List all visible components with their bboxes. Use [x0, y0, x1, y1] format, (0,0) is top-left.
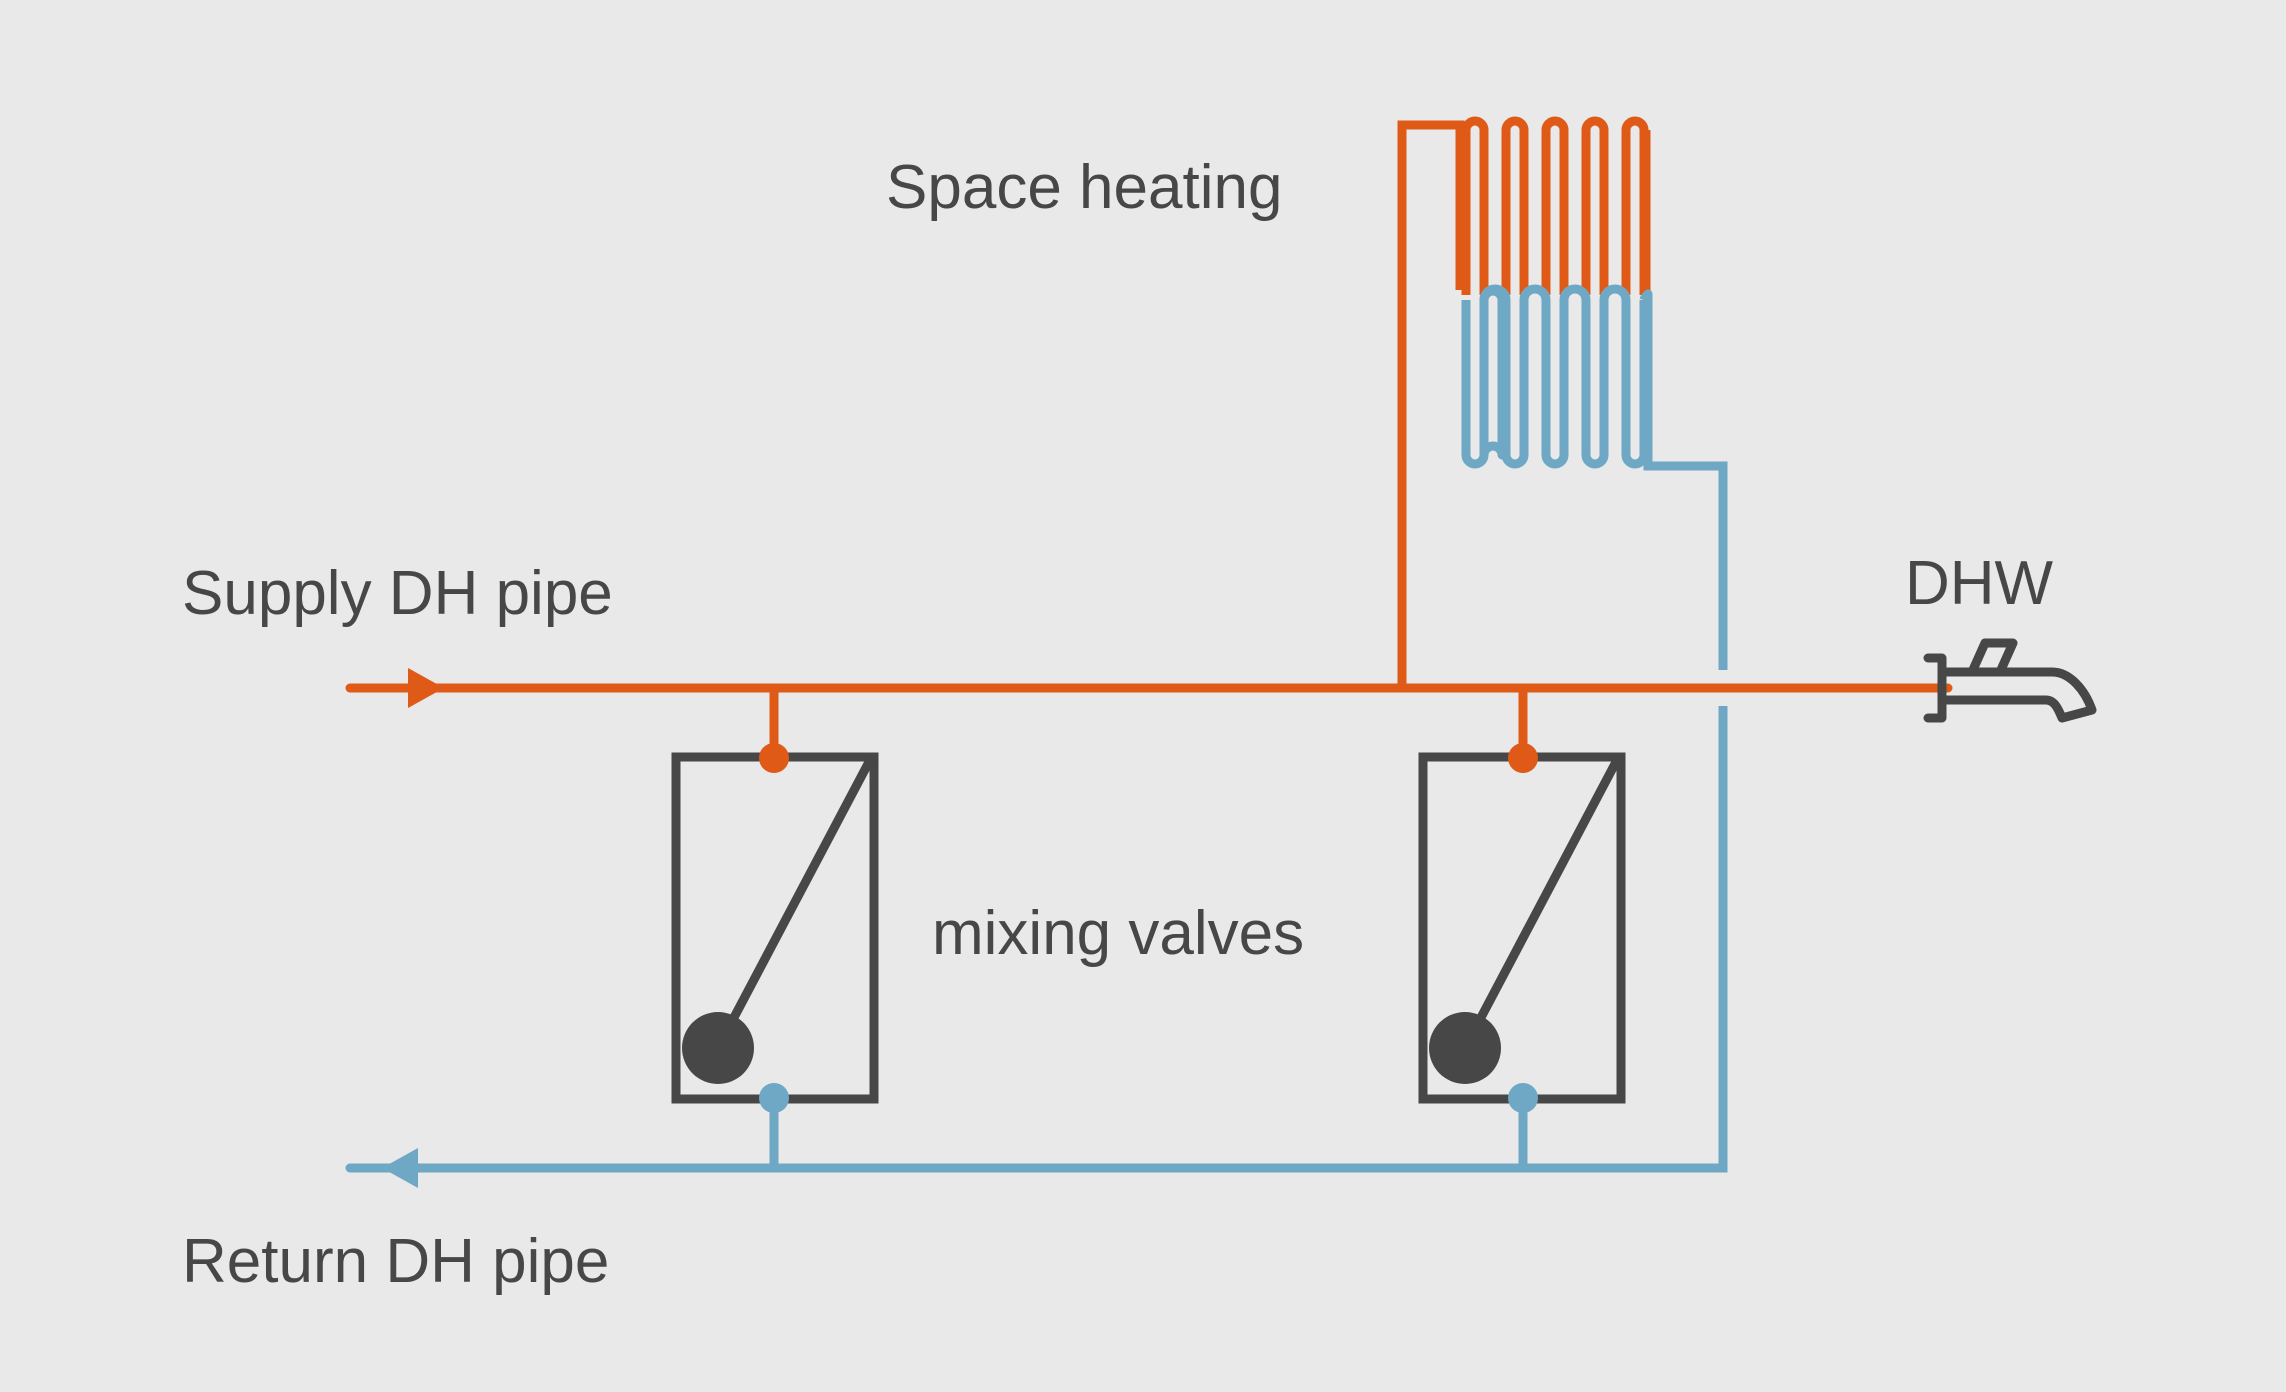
water-tap-icon — [1923, 638, 2097, 723]
arrow-right-icon — [408, 668, 444, 708]
mixing-valves-label: mixing valves — [932, 899, 1304, 968]
return-pipe-label: Return DH pipe — [182, 1227, 609, 1296]
arrow-left-icon — [382, 1148, 418, 1188]
radiator-coil-icon — [1461, 116, 1653, 469]
mixing-valve-icon — [671, 743, 879, 1113]
mixing-valve-icon — [1418, 743, 1626, 1113]
dhw-label: DHW — [1905, 549, 2054, 618]
space-heating-feed-pipe — [1397, 120, 1465, 688]
supply-pipe — [345, 683, 1953, 761]
space-heating-label: Space heating — [886, 153, 1282, 222]
supply-pipe-label: Supply DH pipe — [182, 559, 613, 628]
